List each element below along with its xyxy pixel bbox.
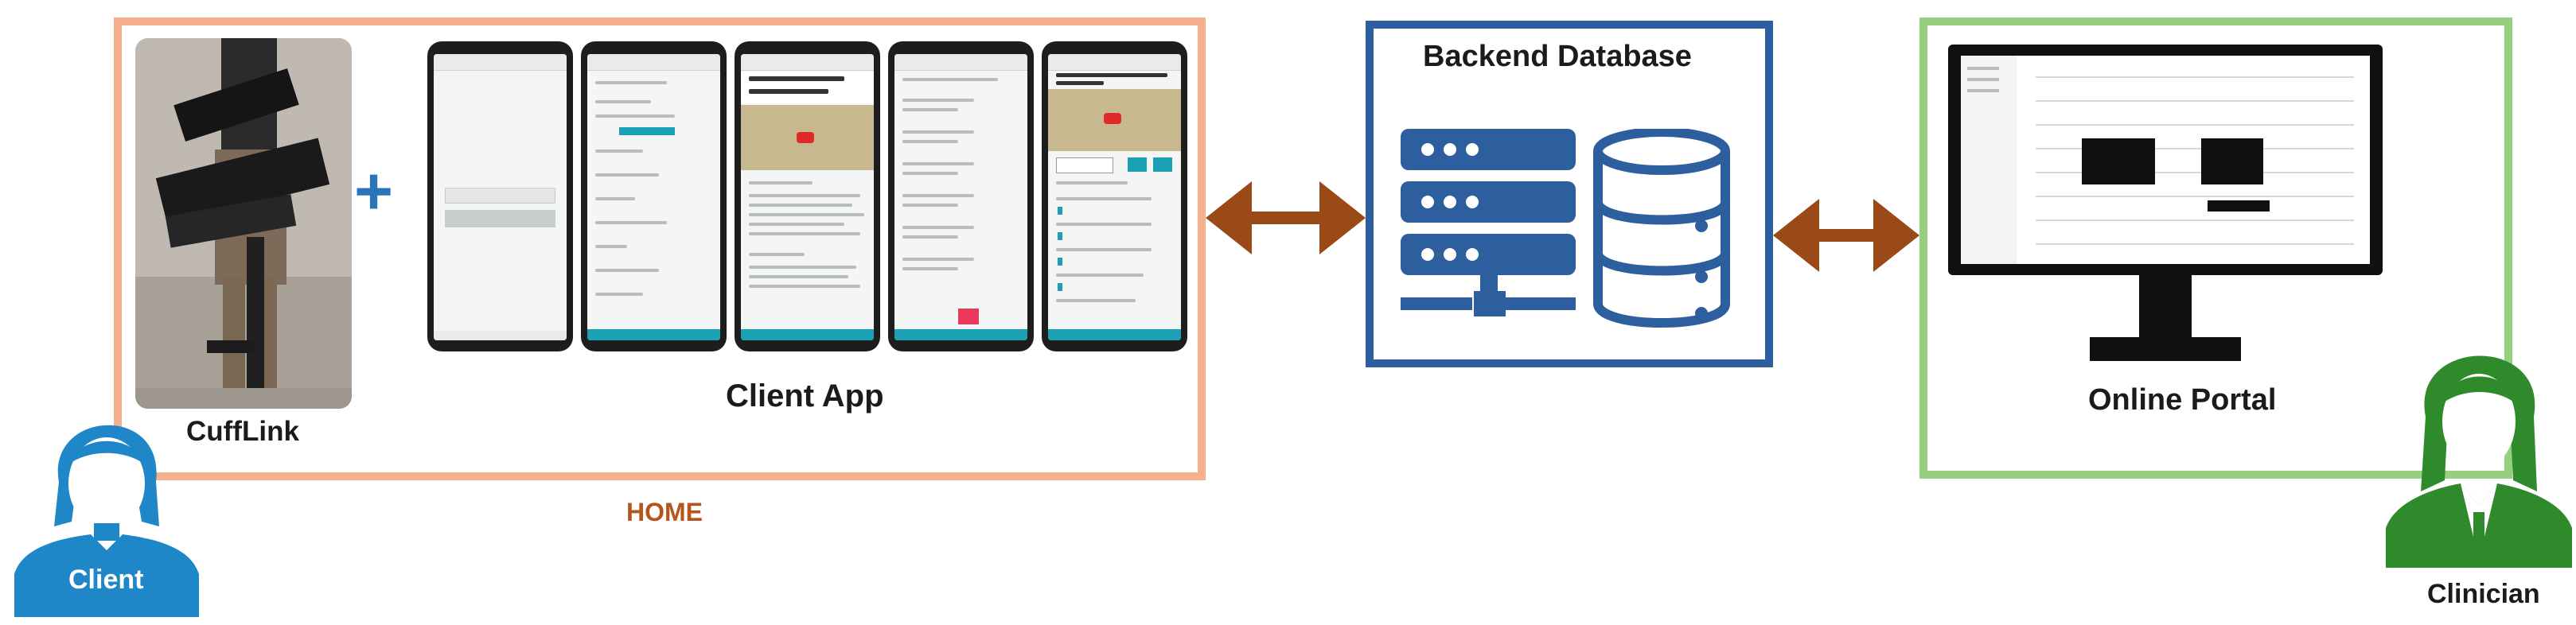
phone-screen-4 bbox=[888, 41, 1034, 351]
person-female-icon bbox=[14, 425, 199, 617]
clinician-label: Clinician bbox=[2427, 579, 2540, 609]
client-label: Client bbox=[68, 565, 144, 595]
phone-screen-2 bbox=[581, 41, 727, 351]
plus-sign: + bbox=[354, 153, 394, 228]
online-portal-label: Online Portal bbox=[2088, 383, 2277, 417]
bidirectional-arrow-icon bbox=[1206, 181, 1366, 254]
cufflink-device-image bbox=[135, 38, 352, 409]
database-cylinder-icon bbox=[1593, 129, 1730, 328]
phone-screen-5 bbox=[1042, 41, 1187, 351]
server-rack-icon bbox=[1401, 129, 1576, 316]
client-app-label: Client App bbox=[726, 378, 884, 413]
backend-database-label: Backend Database bbox=[1423, 40, 1692, 73]
monitor-icon bbox=[1948, 45, 2383, 361]
phone-screen-3 bbox=[735, 41, 880, 351]
cufflink-label: CuffLink bbox=[186, 416, 299, 447]
bidirectional-arrow-icon-2 bbox=[1773, 199, 1919, 272]
home-label: HOME bbox=[626, 498, 703, 526]
cufflink-photo bbox=[135, 38, 352, 409]
person-clinician-icon bbox=[2386, 355, 2572, 568]
phone-screen-1 bbox=[427, 41, 573, 351]
